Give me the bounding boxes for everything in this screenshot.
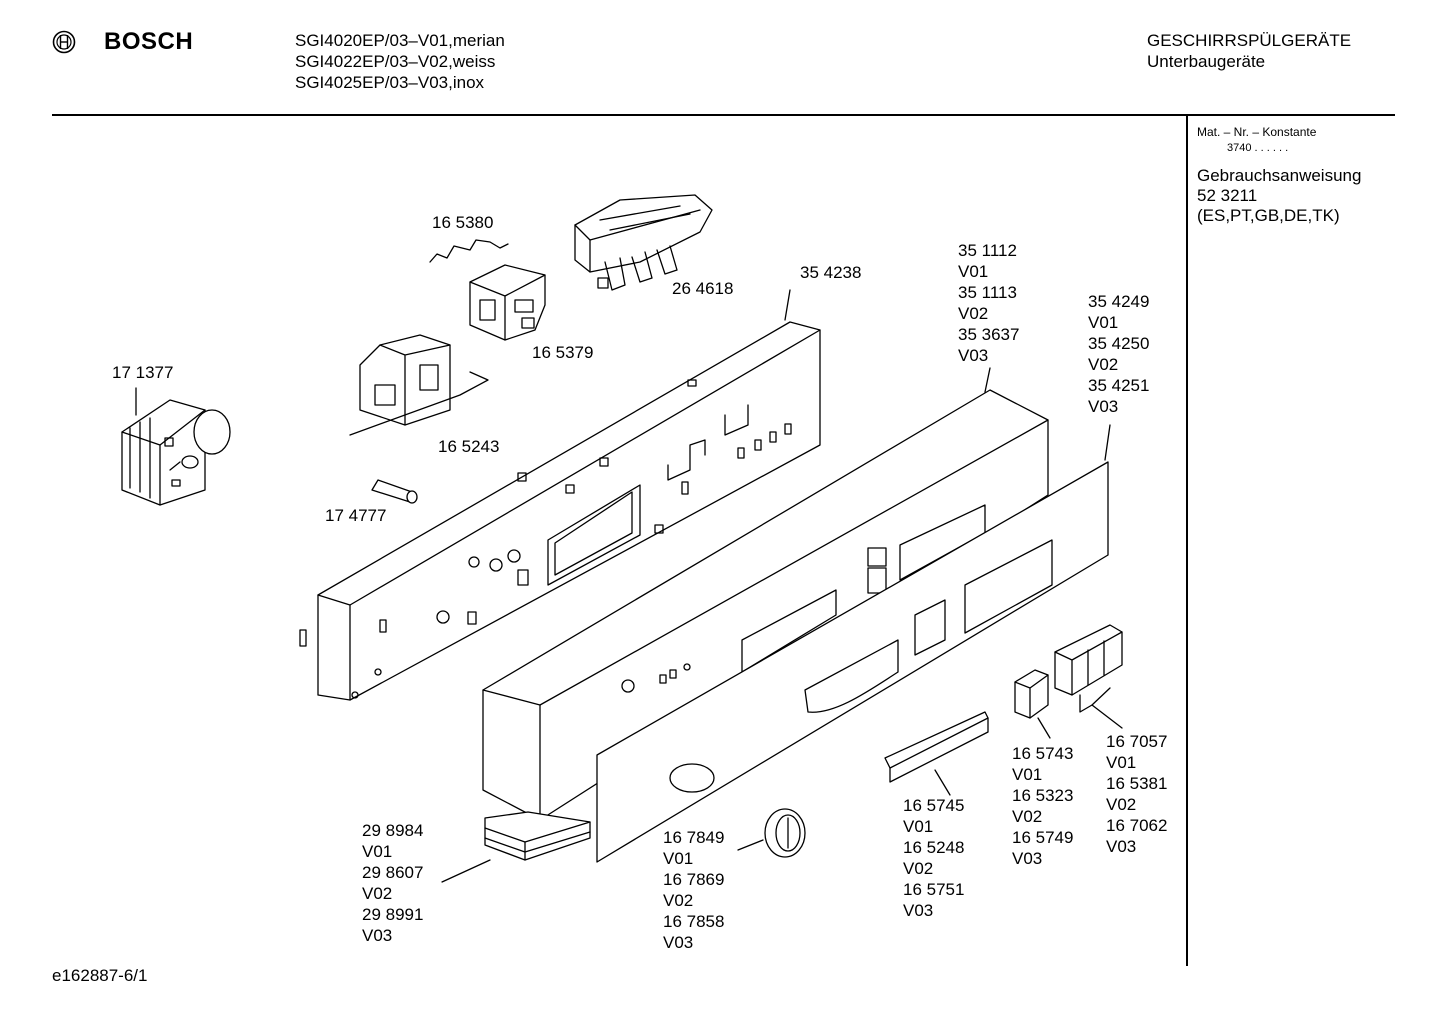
- model-line: SGI4022EP/03–V02,weiss: [295, 52, 496, 71]
- part-number: 16 5749: [1012, 828, 1074, 847]
- bosch-logo-icon: [52, 30, 76, 54]
- variant: V02: [903, 859, 934, 878]
- part-number: 16 5745: [903, 796, 965, 815]
- front-panel-part: [482, 389, 1049, 821]
- part-label-167849: 16 7849 V01 16 7869 V02 16 7858 V03: [663, 827, 724, 953]
- variant: V03: [1088, 397, 1119, 416]
- part-label-165243: 16 5243: [438, 437, 500, 456]
- variant: V03: [903, 901, 934, 920]
- part-label-167057: 16 7057 V01 16 5381 V02 16 7062 V03: [1106, 731, 1167, 857]
- part-label-165745: 16 5745 V01 16 5248 V02 16 5751 V03: [903, 795, 964, 921]
- part-label-165380: 16 5380: [432, 213, 494, 232]
- variant: V02: [1106, 795, 1137, 814]
- variant: V01: [1012, 765, 1043, 784]
- variant: V02: [362, 884, 393, 903]
- sidebar-divider: [1186, 116, 1188, 966]
- variant: V02: [663, 891, 694, 910]
- drawing-code: e162887-6/1: [52, 966, 148, 985]
- variant: V03: [663, 933, 694, 952]
- category-subtitle: Unterbaugeräte: [1147, 52, 1266, 71]
- part-number: 16 7858: [663, 912, 725, 931]
- part-number: 16 7062: [1106, 816, 1168, 835]
- model-list: SGI4020EP/03–V01,merian SGI4022EP/03–V02…: [295, 30, 505, 93]
- part-number: 16 5743: [1012, 744, 1074, 763]
- variant: V03: [1012, 849, 1043, 868]
- seal-strips-part: [484, 811, 591, 861]
- part-label-264618: 26 4618: [672, 279, 734, 298]
- lamp-holder-part: [349, 334, 489, 436]
- part-label-165743: 16 5743 V01 16 5323 V02 16 5749 V03: [1012, 743, 1073, 869]
- program-knob-part: [764, 808, 806, 858]
- part-number: 16 5248: [903, 838, 965, 857]
- control-panel-frame-part: [299, 321, 821, 701]
- manual-languages: (ES,PT,GB,DE,TK): [1197, 206, 1340, 225]
- variant: V01: [362, 842, 393, 861]
- part-number: 16 7849: [663, 828, 725, 847]
- part-label-171377: 17 1377: [112, 363, 174, 382]
- mat-number-value: 3740 . . . . . .: [1227, 142, 1289, 154]
- timer-switch-part: [121, 399, 231, 506]
- part-number: 35 1113: [958, 283, 1017, 302]
- manual-block: Gebrauchsanweisung 52 3211 (ES,PT,GB,DE,…: [1197, 166, 1361, 226]
- part-label-354238: 35 4238: [800, 263, 862, 282]
- part-number: 29 8991: [362, 905, 424, 924]
- handle-strip-part: [884, 711, 989, 783]
- mat-number-label: Mat. – Nr. – Konstante: [1197, 125, 1317, 139]
- variant: V03: [362, 926, 393, 945]
- part-number: 29 8607: [362, 863, 424, 882]
- fascia-panel-part: [596, 461, 1109, 863]
- single-button-part: [1014, 669, 1049, 719]
- part-number: 29 8984: [362, 821, 424, 840]
- variant: V01: [1106, 753, 1137, 772]
- part-number: 35 4250: [1088, 334, 1150, 353]
- category-block: GESCHIRRSPÜLGERÄTE Unterbaugeräte: [1147, 30, 1351, 72]
- part-label-354249: 35 4249 V01 35 4250 V02 35 4251 V03: [1088, 291, 1149, 417]
- part-number: 35 4249: [1088, 292, 1150, 311]
- leader-lines: [135, 289, 1123, 883]
- part-number: 16 7869: [663, 870, 725, 889]
- part-number: 16 5381: [1106, 774, 1168, 793]
- model-line: SGI4025EP/03–V03,inox: [295, 73, 485, 92]
- variant: V03: [1106, 837, 1137, 856]
- part-number: 16 5323: [1012, 786, 1074, 805]
- variant: V03: [958, 346, 989, 365]
- part-label-165379: 16 5379: [532, 343, 594, 362]
- part-number: 35 3637: [958, 325, 1020, 344]
- manual-number: 52 3211: [1197, 186, 1258, 205]
- part-number: 16 5751: [903, 880, 965, 899]
- variant: V02: [1088, 355, 1119, 374]
- variant: V02: [958, 304, 989, 323]
- part-number: 35 4251: [1088, 376, 1150, 395]
- header-divider: [52, 114, 1395, 116]
- variant: V01: [1088, 313, 1119, 332]
- category-title: GESCHIRRSPÜLGERÄTE: [1147, 31, 1352, 50]
- part-number: 35 1112: [958, 241, 1017, 260]
- part-label-351112: 35 1112 V01 35 1113 V02 35 3637 V03: [958, 240, 1019, 366]
- part-number: 16 7057: [1106, 732, 1168, 751]
- part-label-174777: 17 4777: [325, 506, 387, 525]
- brand-name: BOSCH: [104, 28, 194, 55]
- variant: V02: [1012, 807, 1043, 826]
- indicator-lamp-part: [371, 479, 418, 504]
- switch-bracket-part: [469, 264, 546, 341]
- spring-clip-part: [429, 239, 509, 263]
- manual-label: Gebrauchsanweisung: [1197, 166, 1362, 185]
- triple-button-part: [1054, 624, 1123, 696]
- switch-assembly-part: [574, 194, 713, 291]
- model-line: SGI4020EP/03–V01,merian: [295, 31, 505, 50]
- variant: V01: [663, 849, 694, 868]
- variant: V01: [903, 817, 934, 836]
- part-label-298984: 29 8984 V01 29 8607 V02 29 8991 V03: [362, 820, 423, 946]
- variant: V01: [958, 262, 989, 281]
